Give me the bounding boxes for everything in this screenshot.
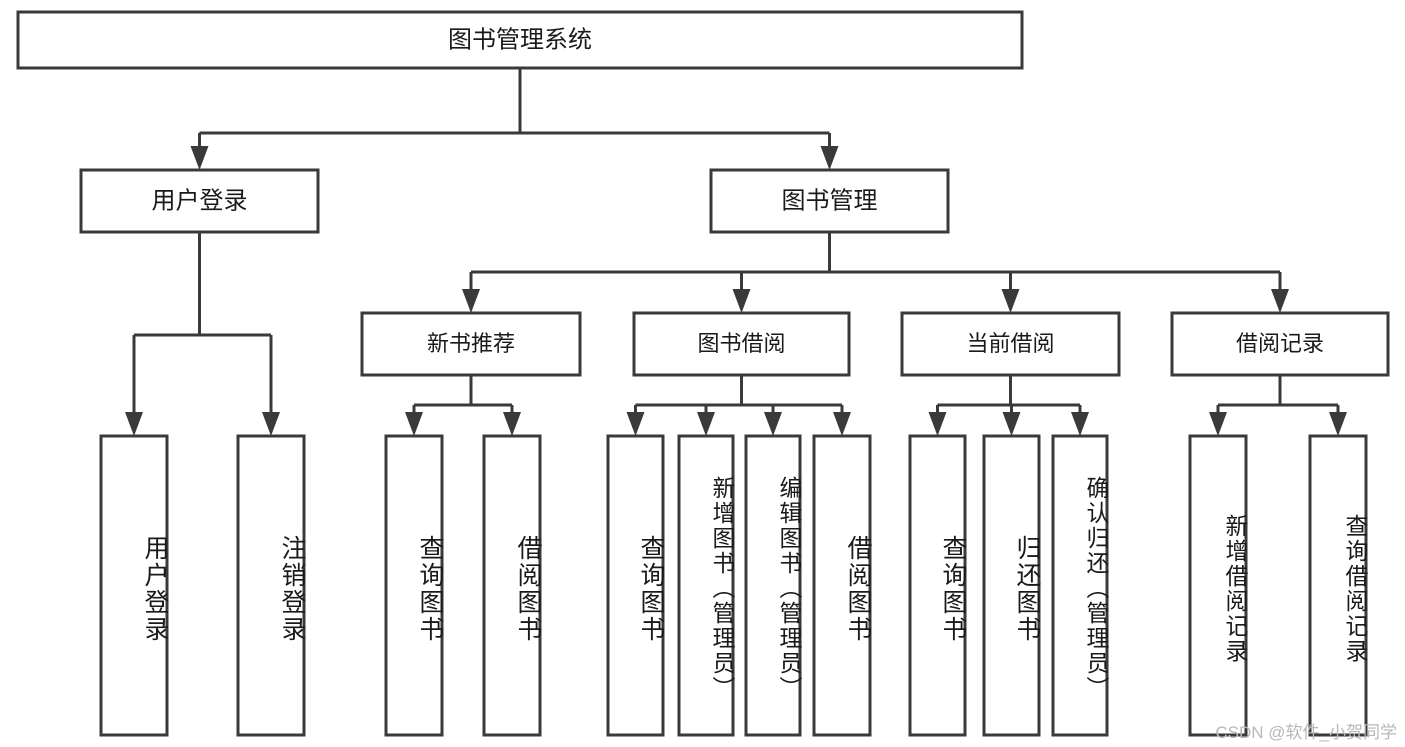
node-box-leaf-query-book-3[interactable] — [908, 434, 967, 737]
node-box-leaf-logout[interactable] — [236, 434, 306, 737]
node-box-current-borrow[interactable] — [900, 311, 1121, 377]
node-label-book-borrow: 图书借阅 — [697, 331, 785, 356]
node-box-leaf-edit-book[interactable] — [744, 434, 802, 737]
csdn-watermark: CSDN @软件_小贺同学 — [1215, 723, 1397, 742]
node-box-user-login[interactable] — [79, 168, 320, 234]
node-label-borrow-record: 借阅记录 — [1236, 331, 1324, 356]
node-boxes-layer — [16, 10, 1390, 737]
node-box-leaf-query-record[interactable] — [1308, 434, 1368, 737]
node-label-user-login: 用户登录 — [152, 187, 248, 214]
node-box-leaf-add-record[interactable] — [1188, 434, 1248, 737]
node-box-leaf-user-login[interactable] — [99, 434, 169, 737]
node-box-book-borrow[interactable] — [632, 311, 851, 377]
node-box-book-manage[interactable] — [709, 168, 950, 234]
node-box-leaf-query-book-1[interactable] — [384, 434, 444, 737]
node-label-new-book-rec: 新书推荐 — [427, 331, 515, 356]
node-box-borrow-record[interactable] — [1170, 311, 1390, 377]
node-label-root: 图书管理系统 — [448, 26, 592, 53]
connectors-layer — [125, 68, 1347, 436]
node-box-leaf-confirm-return[interactable] — [1051, 434, 1109, 737]
node-box-leaf-add-book[interactable] — [677, 434, 735, 737]
node-box-leaf-borrow-book-1[interactable] — [482, 434, 542, 737]
node-label-current-borrow: 当前借阅 — [966, 331, 1054, 356]
node-box-leaf-return-book[interactable] — [982, 434, 1041, 737]
node-box-root[interactable] — [16, 10, 1024, 70]
node-box-leaf-borrow-book-2[interactable] — [812, 434, 872, 737]
node-label-book-manage: 图书管理 — [782, 187, 878, 214]
node-box-leaf-query-book-2[interactable] — [606, 434, 665, 737]
node-box-new-book-rec[interactable] — [360, 311, 582, 377]
